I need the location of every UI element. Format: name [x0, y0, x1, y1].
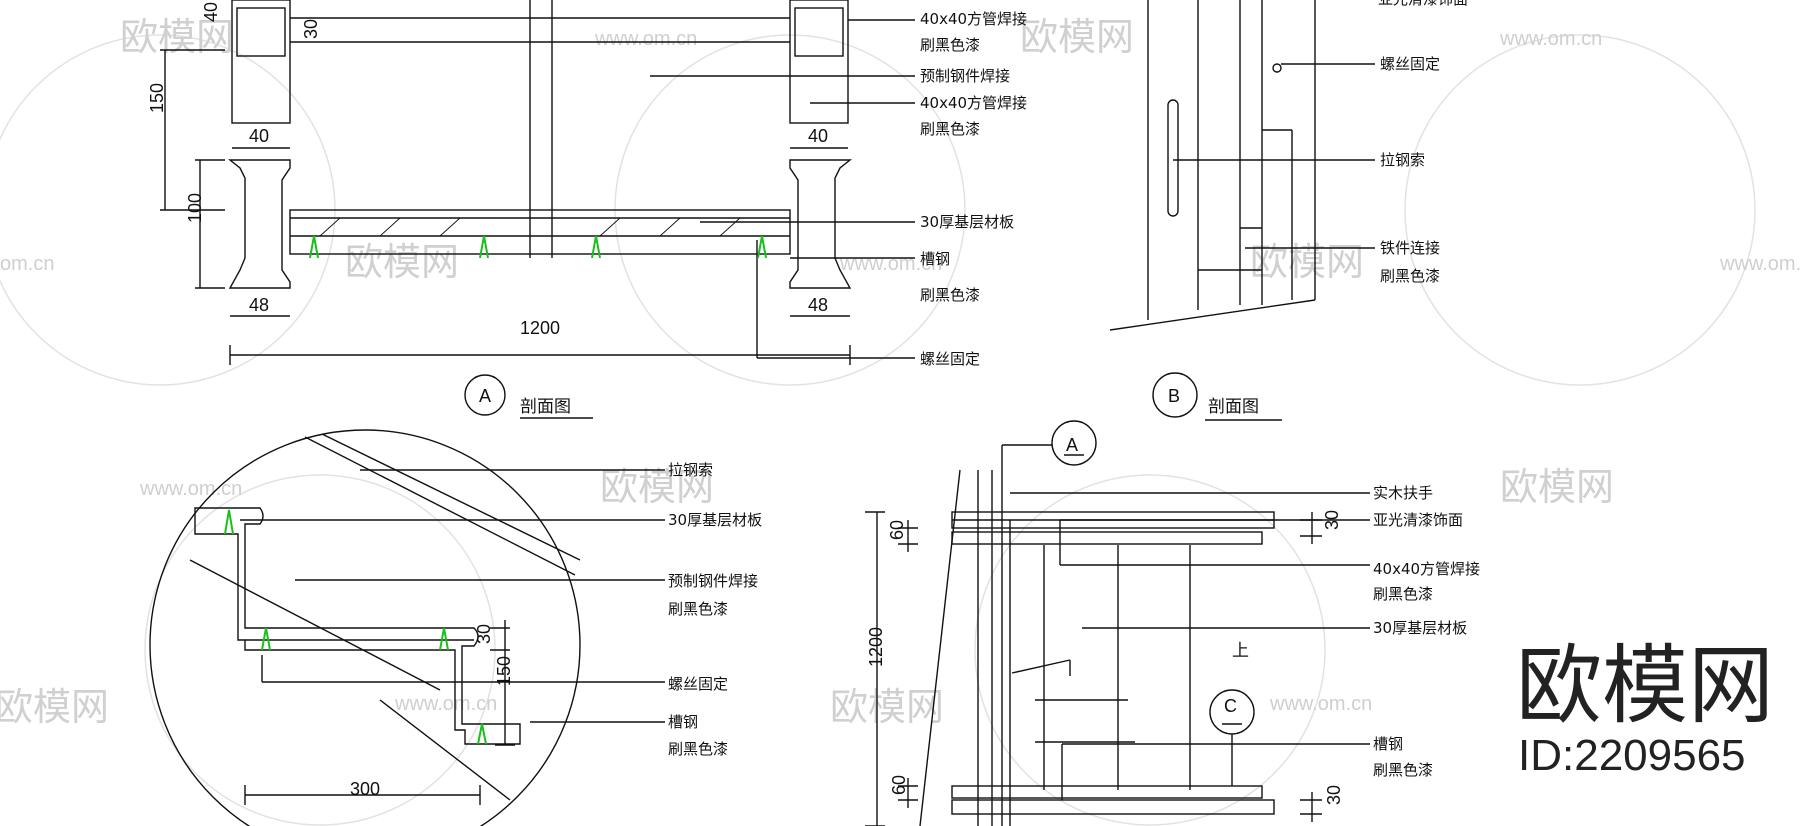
square-tube-left: [231, 0, 291, 124]
section-b-title: 剖面图: [1208, 397, 1259, 417]
note-base-board-plan: 30厚基层材板: [1373, 619, 1467, 637]
note-channel-steel: 槽钢: [920, 250, 950, 268]
steel-cable-b: [1167, 99, 1179, 217]
dim-40-right: 40: [808, 126, 828, 146]
dim-40-top: 40: [201, 2, 221, 22]
note-paint-plan-1: 刷黑色漆: [1373, 585, 1433, 603]
detail-circle: [149, 429, 581, 826]
dim-60-bottom: 60: [889, 775, 909, 795]
dim-150-c: 150: [494, 656, 514, 686]
dim-30-c: 30: [474, 624, 494, 644]
note-base-board: 30厚基层材板: [920, 213, 1014, 231]
dim-150: 150: [147, 83, 167, 113]
square-tube-right: [789, 0, 849, 124]
dim-30-top: 30: [1322, 510, 1342, 530]
watermark-text: 欧模网: [1020, 15, 1134, 59]
note-base-board-c: 30厚基层材板: [668, 511, 762, 529]
note-square-tube-plan: 40x40方管焊接: [1373, 560, 1480, 578]
note-square-tube-1: 40x40方管焊接: [920, 10, 1027, 28]
square-tube-inner-left: [236, 7, 286, 57]
plan-marker-a: [1051, 420, 1097, 466]
note-channel-steel-plan: 槽钢: [1373, 735, 1403, 753]
watermark-text: 欧模网: [120, 15, 234, 59]
note-prefab-weld-c: 预制钢件焊接: [668, 572, 758, 590]
dim-1200-plan: 1200: [866, 627, 886, 667]
note-paint-2: 刷黑色漆: [920, 120, 980, 138]
channel-steel-right: [789, 159, 852, 289]
note-steel-cable-c: 拉钢索: [668, 461, 713, 479]
dim-100: 100: [185, 193, 205, 223]
channel-steel-left: [228, 159, 291, 289]
note-prefab-weld: 预制钢件焊接: [920, 67, 1010, 85]
dim-48-left: 48: [249, 295, 269, 315]
note-paint-3: 刷黑色漆: [920, 286, 980, 304]
note-screw-fix-c: 螺丝固定: [668, 675, 728, 693]
section-b: [1109, 0, 1375, 421]
note-paint-plan-2: 刷黑色漆: [1373, 761, 1433, 779]
handrail-bottom: [951, 785, 1263, 799]
watermark-url: om.cn: [0, 253, 54, 275]
watermark-url: www.om.cn: [394, 693, 497, 715]
handrail-top-inner: [951, 531, 1263, 545]
dim-30: 30: [301, 19, 321, 39]
watermark-text: 欧模网: [830, 685, 944, 729]
watermark-url: www.om.cn: [1719, 253, 1800, 275]
base-board: [289, 209, 791, 255]
dim-300-c: 300: [350, 779, 380, 799]
stair-profile: [194, 507, 521, 745]
watermark-ring: [974, 474, 1326, 826]
note-paint-1: 刷黑色漆: [920, 36, 980, 54]
watermark-text-layer: 欧模网 欧模网 欧模网 欧模网 欧模网 欧模网 欧模网 欧模网 www.om.c…: [0, 15, 1800, 729]
dim-60-top: 60: [887, 520, 907, 540]
square-tube-inner-right: [794, 7, 844, 57]
brand-id: ID:2209565: [1518, 731, 1746, 780]
section-a: [160, 0, 915, 419]
plan-marker-a-label: A: [1066, 435, 1078, 455]
dim-40-left: 40: [249, 126, 269, 146]
note-paint-b: 刷黑色漆: [1380, 267, 1440, 285]
section-a-title: 剖面图: [520, 397, 571, 417]
watermark-url: www.om.cn: [139, 478, 242, 500]
dim-1200: 1200: [520, 318, 560, 338]
note-wood-handrail: 实木扶手: [1373, 484, 1433, 502]
note-steel-cable-b: 拉钢索: [1380, 151, 1425, 169]
plan-up-label: 上: [1232, 641, 1249, 661]
section-marker-b-label: B: [1168, 386, 1180, 406]
rebar-marks-a: [309, 235, 767, 259]
note-iron-conn: 铁件连接: [1380, 239, 1440, 257]
note-paint-c1: 刷黑色漆: [668, 600, 728, 618]
watermark-text: 欧模网: [1500, 465, 1614, 509]
handrail-bottom-inner: [951, 799, 1275, 815]
plan-view: [865, 420, 1370, 826]
watermark-url: www.om.cn: [1499, 28, 1602, 50]
section-marker-a-label: A: [479, 386, 491, 406]
note-screw-fix: 螺丝固定: [920, 350, 980, 368]
note-square-tube-2: 40x40方管焊接: [920, 94, 1027, 112]
screw-b: [1272, 63, 1282, 73]
note-channel-steel-c: 槽钢: [668, 713, 698, 731]
watermark-url: www.om.cn: [594, 28, 697, 50]
section-marker-a: [464, 374, 506, 416]
watermark-text: 欧模网: [600, 465, 714, 509]
watermark-text: 欧模网: [345, 240, 459, 284]
note-screw-fix-b: 螺丝固定: [1380, 55, 1440, 73]
watermark-text: 欧模网: [0, 685, 109, 729]
plan-marker-c-label: C: [1224, 696, 1237, 716]
note-matte-finish: 亚光清漆饰面: [1373, 511, 1463, 529]
rebar-marks-c: [224, 509, 487, 745]
watermark-ring: [1404, 34, 1756, 386]
dim-48-right: 48: [808, 295, 828, 315]
section-marker-b: [1152, 372, 1198, 418]
watermark-url: www.om.cn: [1269, 693, 1372, 715]
watermark-text: 欧模网: [1250, 240, 1364, 284]
note-cut-finish: 亚光清漆饰面: [1378, 0, 1468, 8]
note-paint-c2: 刷黑色漆: [668, 740, 728, 758]
brand-logo-text: 欧模网: [1516, 636, 1774, 736]
detail-c: [149, 429, 665, 826]
dim-30-bottom: 30: [1324, 785, 1344, 805]
